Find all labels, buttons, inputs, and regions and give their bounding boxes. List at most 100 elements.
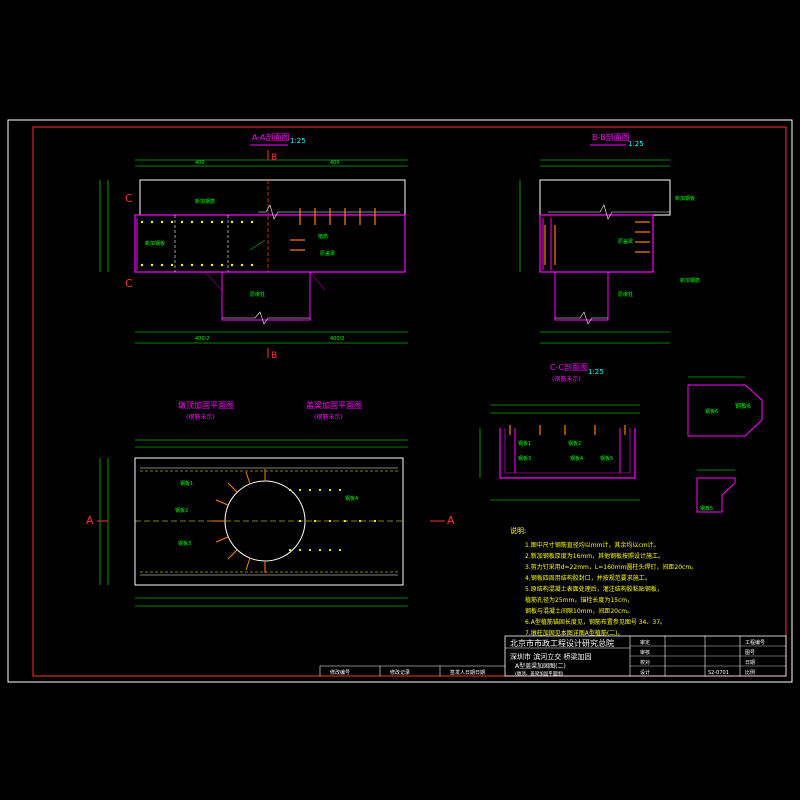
tb-left-3: 校对	[640, 659, 650, 666]
note-line: 植筋孔径为25mm，锚栓长度为15cm，	[525, 596, 633, 604]
section-aa-scale: 1:25	[290, 137, 306, 145]
label-plan-4: 钢板4	[345, 495, 358, 502]
dim-text: 400/2	[330, 336, 344, 342]
label-plan-2: 钢板2	[175, 507, 188, 514]
tb-right-4: 比例	[745, 669, 755, 676]
cc-channel-inner	[504, 428, 631, 474]
note-line: 3.剪力钉采用d=22mm，L=160mm圆柱头焊钉，间距20cm。	[525, 563, 697, 571]
plan-right-title: 盖梁加固平面图	[306, 400, 362, 410]
cut-marker-c-bottom: C	[125, 277, 133, 290]
original-cap-beam	[139, 179, 406, 216]
cut-marker-a-left: A	[86, 514, 94, 527]
label-plan-1: 钢板1	[180, 480, 193, 487]
company-name: 北京市市政工程设计研究总院	[510, 638, 614, 648]
section-bb-title: B-B剖面图	[592, 132, 630, 142]
radial-bolts	[212, 469, 266, 573]
cc-channel	[499, 428, 636, 479]
leader-line	[249, 239, 266, 251]
cc-bolts	[509, 425, 626, 435]
dim-text: 400/2	[195, 336, 209, 342]
sheet-frame	[7, 119, 793, 683]
note-line: 钢板与混凝土间隙10mm，间距20cm。	[525, 607, 633, 615]
section-cc-title: C-C剖面图	[550, 362, 588, 372]
label-aa-plate: 新加钢板	[145, 240, 165, 247]
drawing-name: A型盖梁加固图(二)	[515, 662, 566, 670]
label-aa-anchor: 植筋	[318, 233, 328, 240]
label-cc-2: 钢板2	[568, 440, 581, 447]
detail-plate-5	[696, 477, 736, 513]
note-line: 6.A型植筋锚固长度见，钢筋布置参见图号 34、37。	[525, 618, 666, 626]
title-block: 北京市市政工程设计研究总院 深圳市 滨河立交 桥梁加固 A型盖梁加固图(二) (…	[319, 635, 787, 677]
break-line	[258, 204, 400, 220]
plate-details: 钢板6 钢板6 钢板5	[687, 376, 763, 513]
section-bb-scale: 1:25	[628, 140, 644, 148]
tb-bottom-3: 签发人日期日期	[450, 669, 485, 676]
cut-marker-b-bottom: B	[271, 351, 277, 361]
label-detail-5: 钢板5	[700, 505, 713, 512]
tb-bottom-1: 修改编号	[330, 669, 350, 676]
label-aa-rebar: 新加钢筋	[195, 198, 215, 205]
label-plan-3: 钢板3	[178, 540, 191, 547]
tb-left-4: 设计	[640, 669, 650, 676]
section-cc-scale: 1:25	[588, 368, 604, 376]
note-line: 5.原结构混凝土表面处理后，灌注结构胶粘贴钢板，	[525, 585, 663, 593]
column-break	[222, 311, 310, 325]
hatching	[204, 271, 223, 291]
dim-text: 400	[330, 160, 340, 166]
note-line: 1.图中尺寸钢筋直径均以mm计，其余均以cm计。	[525, 541, 660, 549]
section-cc-sub: (钢筋未示)	[552, 375, 581, 383]
tb-left-1: 审定	[640, 639, 650, 646]
tb-right-3: 日期	[745, 660, 755, 666]
tb-sheet: S2-0701	[708, 670, 729, 676]
label-detail-6: 钢板6	[735, 402, 751, 410]
tb-bottom-2: 修改记录	[390, 669, 410, 676]
drawing-subname: (墩顶、盖梁加固平面图)	[515, 670, 564, 677]
plan-left-sub: (钢筋未示)	[186, 413, 215, 421]
note-line: 7.墩柱加固见本图详图A型植筋(二)。	[525, 629, 624, 637]
bb-beam	[539, 179, 671, 216]
drawing-border	[32, 126, 787, 677]
project-name: 深圳市 滨河立交 桥梁加固	[510, 652, 591, 661]
label-bb-beam: 原盖梁	[618, 238, 633, 245]
strengthened-beam	[134, 214, 406, 273]
note-line: 4.钢板四周用结构胶封口，并按规范要求施工。	[525, 574, 651, 582]
notes-block: 说明: 1.图中尺寸钢筋直径均以mm计，其余均以cm计。 2.新加钢板厚度为16…	[510, 526, 697, 637]
tb-right-1: 工程编号	[745, 639, 765, 646]
label-detail-6b: 钢板6	[705, 408, 718, 415]
dim-text: 400	[195, 160, 205, 166]
label-aa-column: 原墩柱	[250, 291, 265, 298]
bb-column	[554, 271, 609, 321]
cut-marker-b-top: B	[271, 153, 277, 163]
plan-view: 墩顶加固平面图 (钢筋未示) 盖梁加固平面图 (钢筋未示)	[86, 400, 455, 607]
label-cc-5: 钢板5	[600, 455, 613, 462]
plan-rebar-dots	[288, 488, 377, 552]
plan-outline	[134, 457, 404, 586]
tb-left-2: 审核	[640, 649, 650, 656]
tb-right-2: 图号	[745, 650, 755, 656]
cut-marker-a-right: A	[447, 514, 455, 527]
detail-plate-6	[687, 384, 763, 437]
label-aa-beam: 原盖梁	[320, 250, 335, 257]
label-bb-column: 原墩柱	[618, 291, 633, 298]
plan-right-sub: (钢筋未示)	[314, 413, 343, 421]
note-line: 2.新加钢板厚度为16mm，其他钢板按照设计施工。	[525, 552, 664, 560]
section-aa: A-A剖面图 1:25 400 400	[99, 132, 408, 361]
notes-heading: 说明:	[510, 526, 526, 535]
anchor-bolts	[290, 208, 376, 251]
bb-bolts	[544, 221, 650, 265]
section-aa-title: A-A剖面图	[252, 132, 289, 142]
label-bb-plate: 新加钢板	[675, 195, 695, 202]
plan-left-title: 墩顶加固平面图	[178, 400, 234, 410]
label-cc-3: 钢板3	[518, 455, 531, 462]
label-cc-1: 钢板1	[518, 440, 531, 447]
column-break	[555, 311, 608, 325]
original-column	[221, 271, 311, 321]
section-cc: C-C剖面图 1:25 (钢筋未示) 钢板1 钢板2 钢板3 钢板4 钢板5	[479, 362, 640, 501]
section-bb: B-B剖面图 1:25 新加钢板 原盖梁 原墩柱 新加钢筋	[519, 132, 700, 344]
break-line	[548, 204, 670, 220]
label-cc-4: 钢板4	[570, 455, 583, 462]
rebar-dots	[140, 220, 254, 267]
label-bb-rebar: 新加钢筋	[680, 277, 700, 284]
cut-marker-c-top: C	[125, 192, 133, 205]
